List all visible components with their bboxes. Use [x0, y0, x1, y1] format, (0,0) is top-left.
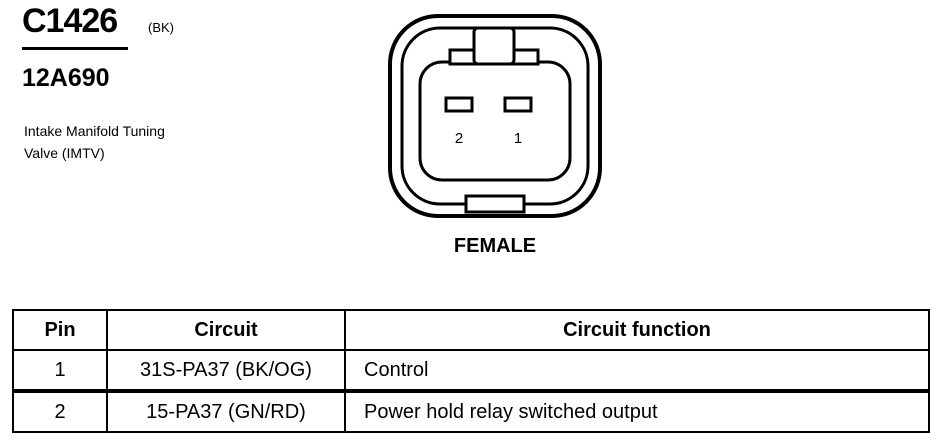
pin-cell: 2	[12, 390, 108, 433]
keyway	[464, 194, 526, 214]
pin-1-terminal	[503, 96, 533, 113]
connector-outer-shell	[388, 14, 602, 218]
pin-2-terminal	[444, 96, 474, 113]
connector-face-diagram: 2 1	[388, 14, 602, 218]
color-code: (BK)	[148, 20, 174, 35]
connector-id: C1426	[22, 2, 118, 40]
connector-cavity	[418, 60, 572, 182]
pin-1-label: 1	[514, 130, 522, 147]
function-column-header: Circuit function	[344, 309, 930, 351]
circuit-cell: 31S-PA37 (BK/OG)	[106, 349, 346, 393]
component-description: Intake Manifold Tuning Valve (IMTV)	[24, 123, 165, 161]
connector-gender-label: FEMALE	[453, 235, 537, 257]
table-row: 1 31S-PA37 (BK/OG) Control	[12, 349, 930, 393]
pin-2-label: 2	[455, 130, 463, 147]
pinout-table: Pin Circuit Circuit function 1 31S-PA37 …	[12, 309, 930, 433]
title-divider	[22, 47, 128, 50]
pin-cell: 1	[12, 349, 108, 393]
table-header-row: Pin Circuit Circuit function	[12, 309, 930, 351]
circuit-column-header: Circuit	[106, 309, 346, 351]
part-number: 12A690	[22, 64, 110, 92]
circuit-cell: 15-PA37 (GN/RD)	[106, 390, 346, 433]
function-cell: Power hold relay switched output	[344, 390, 930, 433]
function-cell: Control	[344, 349, 930, 393]
pin-column-header: Pin	[12, 309, 108, 351]
locking-tab	[472, 26, 516, 66]
table-row: 2 15-PA37 (GN/RD) Power hold relay switc…	[12, 390, 930, 433]
